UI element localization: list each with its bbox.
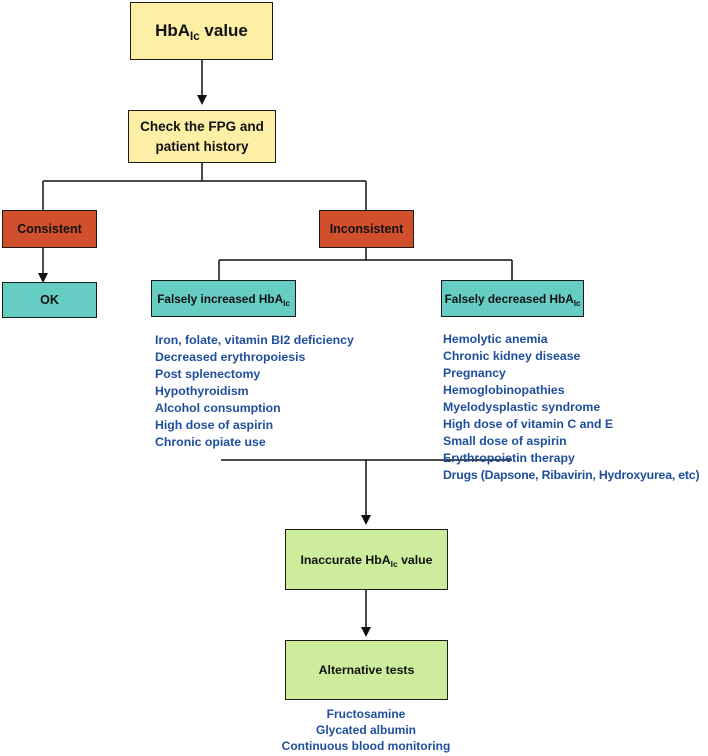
alternative-tests-list: Fructosamine Glycated albumin Continuous…: [266, 706, 466, 754]
list-item: Small dose of aspirin: [443, 434, 567, 448]
increased-causes-list: Iron, folate, vitamin BI2 deficiency Dec…: [155, 332, 354, 451]
list-item: Post splenectomy: [155, 367, 261, 381]
check-fpg-box: Check the FPG and patient history: [128, 110, 276, 163]
list-item: Pregnancy: [443, 366, 506, 380]
list-item: Iron, folate, vitamin BI2 deficiency: [155, 333, 354, 347]
list-item: Drugs (Dapsone, Ribavirin, Hydroxyurea, …: [443, 468, 700, 482]
falsely-decreased-box: Falsely decreased HbAIc: [441, 280, 584, 317]
ok-label: OK: [40, 293, 59, 307]
list-item: Decreased erythropoiesis: [155, 350, 306, 364]
list-item: Chronic kidney disease: [443, 349, 581, 363]
list-item: Continuous blood monitoring: [281, 739, 451, 753]
inconsistent-label: Inconsistent: [329, 222, 404, 236]
check-fpg-line2: patient history: [155, 138, 249, 154]
list-item: Hemolytic anemia: [443, 332, 548, 346]
consistent-box: Consistent: [2, 210, 97, 248]
falsely-increased-label: Falsely increased HbAIc: [157, 291, 290, 308]
falsely-increased-box: Falsely increased HbAIc: [151, 280, 296, 317]
check-fpg-line1: Check the FPG and: [140, 118, 264, 134]
falsely-decreased-label: Falsely decreased HbAIc: [444, 291, 581, 308]
alternative-tests-box: Alternative tests: [285, 640, 448, 700]
list-item: Erythropoietin therapy: [443, 451, 575, 465]
list-item: Glycated albumin: [315, 723, 417, 737]
hba1c-value-label: HbAIc value: [155, 21, 248, 44]
decreased-causes-list: Hemolytic anemia Chronic kidney disease …: [443, 331, 700, 484]
hba1c-value-box: HbAIc value: [130, 2, 273, 60]
consistent-label: Consistent: [17, 222, 82, 236]
list-item: Myelodysplastic syndrome: [443, 400, 601, 414]
list-item: Alcohol consumption: [155, 401, 281, 415]
list-item: Fructosamine: [326, 707, 406, 721]
list-item: Chronic opiate use: [155, 435, 266, 449]
alternative-tests-label: Alternative tests: [318, 663, 415, 677]
list-item: Hemoglobinopathies: [443, 383, 565, 397]
ok-box: OK: [2, 282, 97, 318]
list-item: High dose of aspirin: [155, 418, 274, 432]
list-item: High dose of vitamin C and E: [443, 417, 614, 431]
inaccurate-value-box: Inaccurate HbAIc value: [285, 529, 448, 590]
inaccurate-value-label: Inaccurate HbAIc value: [300, 552, 433, 569]
inconsistent-box: Inconsistent: [319, 210, 414, 248]
list-item: Hypothyroidism: [155, 384, 249, 398]
